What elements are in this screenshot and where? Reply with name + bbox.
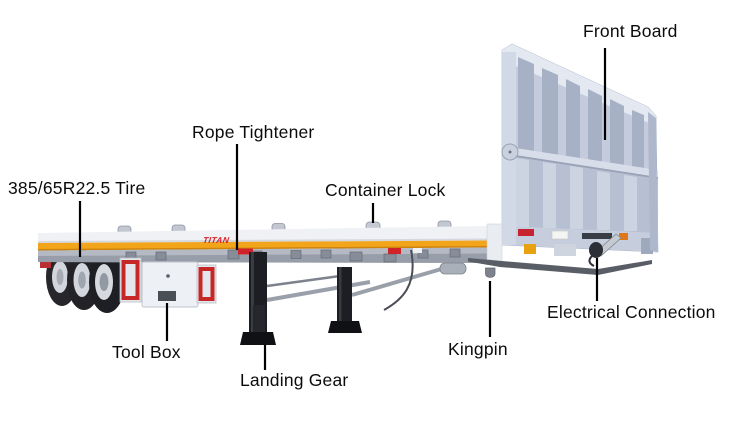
tire-label: 385/65R22.5 Tire xyxy=(8,178,146,198)
titan-brand-logo: TITAN xyxy=(202,235,231,245)
kingpin-label: Kingpin xyxy=(448,339,508,359)
red-reflector-sticker xyxy=(238,248,253,255)
warning-label xyxy=(524,244,536,254)
white-sticker xyxy=(551,230,569,240)
landing-gear-graphic xyxy=(240,249,463,345)
crank-handle xyxy=(383,249,414,311)
electrical-connection-graphic xyxy=(588,233,622,267)
cable-bracket xyxy=(582,233,612,239)
container-lock-label: Container Lock xyxy=(325,180,446,200)
landing-gear-foot xyxy=(328,321,362,333)
red-sticker xyxy=(518,229,534,236)
tires-graphic xyxy=(40,248,125,313)
rope-tightener-label: Rope Tightener xyxy=(192,122,315,142)
landing-gear-foot xyxy=(240,332,276,345)
white-sticker xyxy=(413,248,422,253)
orange-sticker xyxy=(619,233,628,240)
gooseneck-step xyxy=(486,223,503,263)
front-board-group xyxy=(439,43,659,278)
kingpin-graphic xyxy=(485,267,496,278)
red-reflector-sticker xyxy=(388,248,401,254)
front-board-label: Front Board xyxy=(583,21,678,41)
tool-box-group xyxy=(119,257,217,308)
rope-tightener-graphic xyxy=(227,249,240,260)
landing-gear-label: Landing Gear xyxy=(240,370,349,390)
document-holder xyxy=(439,262,467,275)
electrical-connection-label: Electrical Connection xyxy=(547,302,716,322)
tool-box-handle xyxy=(158,291,176,301)
gooseneck-underside xyxy=(468,258,652,275)
tool-box-label: Tool Box xyxy=(112,342,181,362)
leader-lines xyxy=(78,48,607,370)
